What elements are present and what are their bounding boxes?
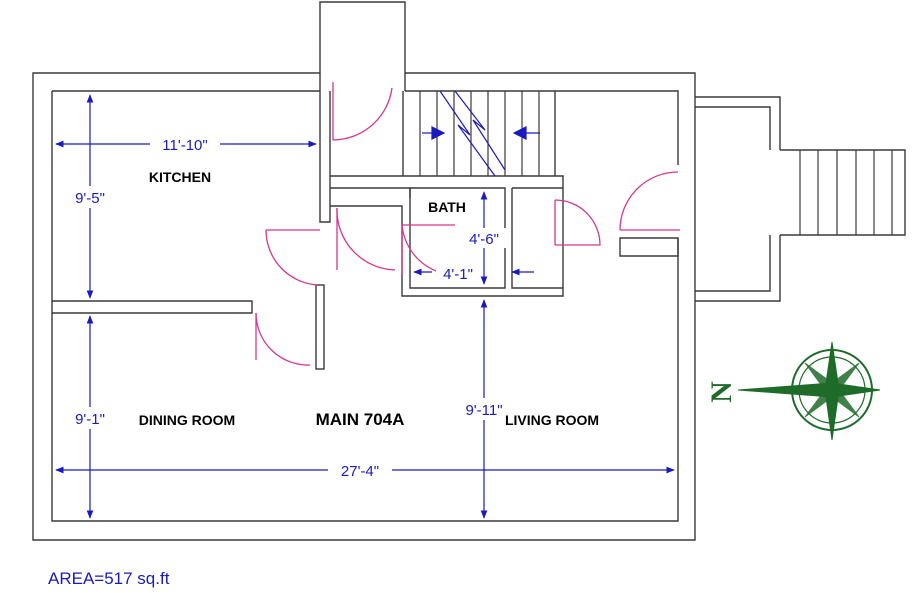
kitchen-dining-wall <box>52 300 253 314</box>
door-jamb <box>315 284 325 370</box>
bath-depth-label: 4'-6" <box>469 231 499 248</box>
door-jamb-right <box>619 237 679 257</box>
stair-arrows <box>422 126 540 140</box>
bath-width-label: 4'-1" <box>443 266 473 283</box>
kitchen-right-wall <box>319 91 331 223</box>
north-label: N <box>705 381 738 403</box>
closet-wall <box>511 187 563 289</box>
unit-title: MAIN 704A <box>316 410 405 429</box>
outer-wall <box>32 1 696 541</box>
bath-wall <box>409 187 506 289</box>
inner-wall <box>51 90 679 522</box>
dimension-labels: 11'-10" 9'-5" 9'-1" 27'-4" 9'-11" 4'-6" … <box>66 134 513 480</box>
compass-rose-icon <box>737 341 881 441</box>
exterior-deck <box>695 96 781 302</box>
kitchen-depth-label: 9'-5" <box>75 190 105 207</box>
stair-wall <box>402 91 556 176</box>
living-depth-label: 9'-11" <box>465 402 502 419</box>
interior-stairs <box>419 90 540 177</box>
dimension-lines <box>55 94 675 519</box>
exterior-stair-outline <box>780 149 906 236</box>
room-label-kitchen: KITCHEN <box>149 169 211 185</box>
overall-width-label: 27'-4" <box>341 463 379 480</box>
room-label-living: LIVING ROOM <box>505 412 599 428</box>
walls <box>32 1 906 541</box>
dining-depth-label: 9'-1" <box>75 411 105 428</box>
room-label-dining: DINING ROOM <box>139 412 235 428</box>
entry-box-wall <box>319 73 406 91</box>
kitchen-width-label: 11'-10" <box>162 137 207 154</box>
exterior-stairs <box>799 150 893 235</box>
room-label-bath: BATH <box>428 199 466 215</box>
area-label: AREA=517 sq.ft <box>48 569 170 588</box>
